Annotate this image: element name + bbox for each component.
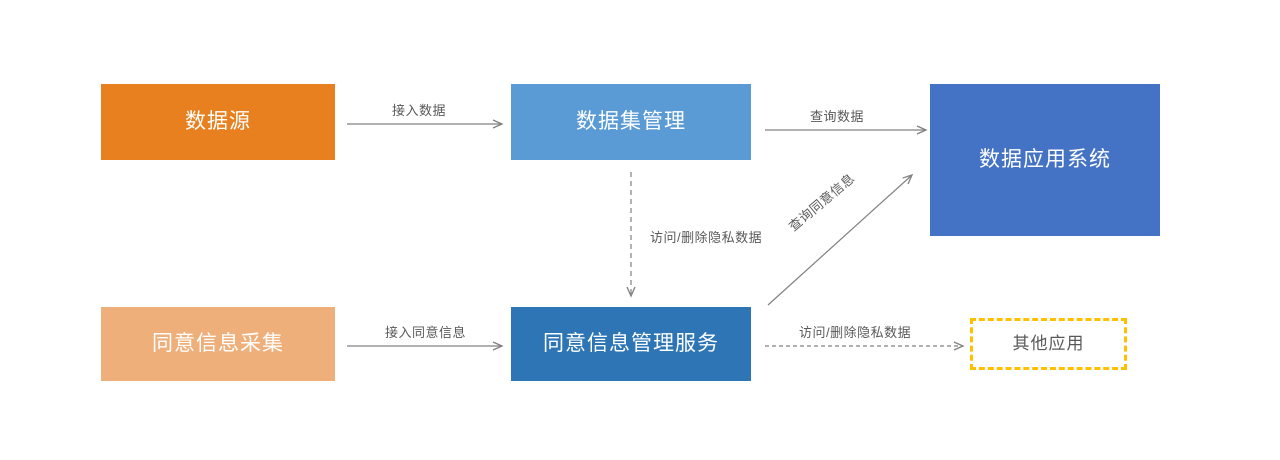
node-data-source-label: 数据源 — [185, 109, 251, 133]
node-data-source[interactable]: 数据源 — [101, 84, 335, 160]
edge-label-access-delete-private-data-horizontal: 访问/删除隐私数据 — [799, 325, 912, 340]
node-data-application-system[interactable]: 数据应用系统 — [930, 84, 1160, 236]
node-other-apps[interactable]: 其他应用 — [970, 318, 1127, 370]
node-dataset-management-label: 数据集管理 — [576, 109, 686, 133]
edge-label-ingest-data: 接入数据 — [392, 103, 447, 118]
node-consent-collection-label: 同意信息采集 — [152, 331, 284, 355]
node-dataset-management[interactable]: 数据集管理 — [511, 84, 751, 160]
node-data-application-system-label: 数据应用系统 — [979, 147, 1111, 171]
edge-label-access-delete-private-data-vertical: 访问/删除隐私数据 — [650, 230, 763, 245]
edge-label-query-consent-info: 查询同意信息 — [785, 170, 858, 235]
node-other-apps-label: 其他应用 — [1012, 334, 1085, 354]
node-consent-collection[interactable]: 同意信息采集 — [101, 307, 335, 381]
node-consent-management-service[interactable]: 同意信息管理服务 — [511, 307, 751, 381]
edge-label-ingest-consent-info: 接入同意信息 — [385, 325, 467, 340]
edge-label-query-data: 查询数据 — [810, 109, 865, 124]
node-consent-management-service-label: 同意信息管理服务 — [543, 331, 719, 355]
